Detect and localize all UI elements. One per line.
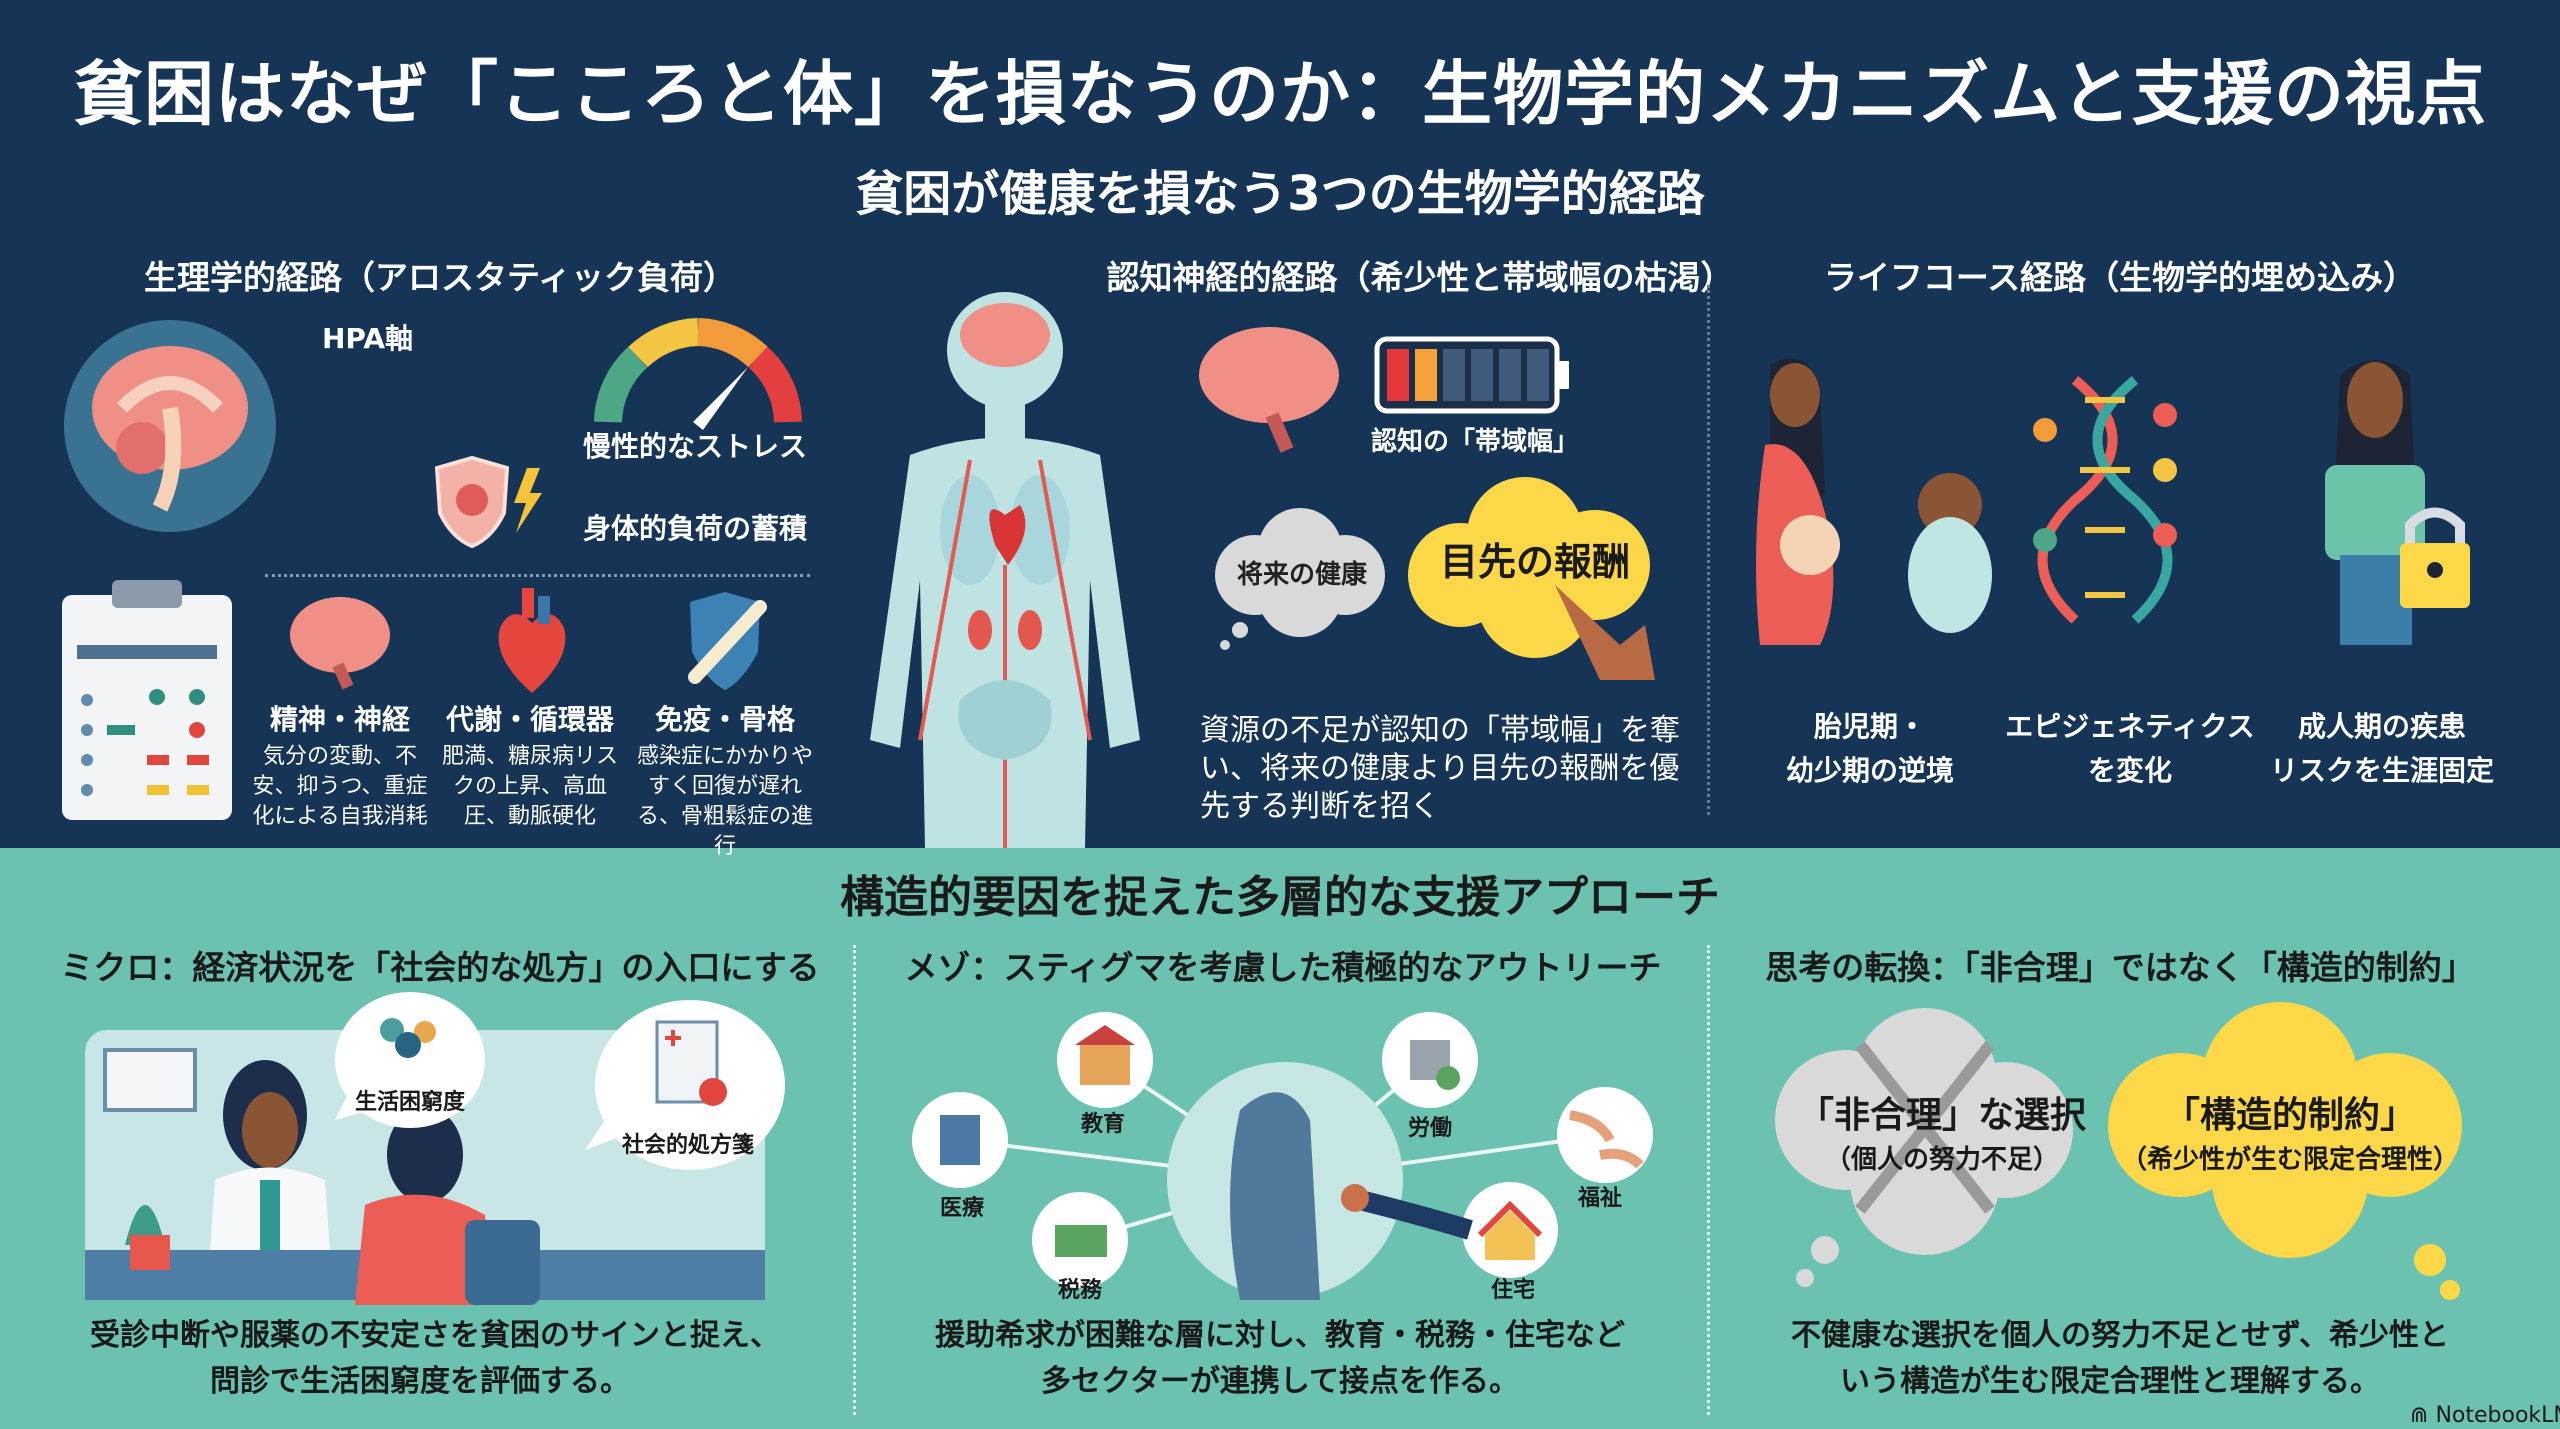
pathways-subtitle: 貧困が健康を損なう3つの生物学的経路 <box>855 166 1705 222</box>
human-body-icon <box>870 292 1140 848</box>
shift-desc-line2: いう構造が生む限定合理性と理解する。 <box>1840 1364 2380 1399</box>
epigenetics-line1: エピジェネティクス <box>2005 710 2255 743</box>
meso-desc-line2: 多セクターが連携して接点を作る。 <box>1041 1364 1519 1399</box>
micro-desc-line1: 受診中断や服薬の不安定さを貧困のサインと捉え、 <box>90 1318 780 1353</box>
brain-hpa-icon <box>64 320 276 532</box>
structural-constraint-sub: （希少性が生む限定合理性） <box>2120 1145 2460 1175</box>
adult-woman-lock-icon <box>2325 360 2470 645</box>
shield-bone-icon <box>688 592 767 690</box>
brain-icon <box>1199 327 1339 453</box>
divider <box>265 574 810 577</box>
immune-skeletal-title: 免疫・骨格 <box>654 703 796 736</box>
mental-neuro-desc: 気分の変動、不安、抑うつ、重症化による自我消耗 <box>252 744 428 829</box>
physiological-heading: 生理学的経路（アロスタティック負荷） <box>143 258 737 297</box>
notebooklm-icon: ⋒ <box>2410 1403 2436 1428</box>
metabolic-cardio-desc: 肥満、糖尿病リスクの上昇、高血圧、動脈硬化 <box>441 744 618 829</box>
sector-tax: 税務 <box>1057 1278 1103 1303</box>
hardship-bubble-text: 生活困窮度 <box>354 1090 466 1115</box>
cognitive-heading: 認知神経的経路（希少性と帯域幅の枯渇） <box>1106 258 1734 297</box>
brain-icon <box>290 597 390 690</box>
fetal-adversity-line2: 幼少期の逆境 <box>1785 754 1955 787</box>
divider <box>1707 945 1710 1415</box>
shift-heading: 思考の転換：「非合理」ではなく「構造的制約」 <box>1765 948 2475 987</box>
micro-heading: ミクロ：経済状況を「社会的な処方」の入口にする <box>60 948 820 987</box>
outreach-network-diagram <box>912 1012 1653 1300</box>
divider <box>853 945 856 1415</box>
adult-risk-line2: リスクを生涯固定 <box>2269 754 2495 787</box>
notebooklm-logo: ⋒ NotebookLM <box>2410 1403 2560 1429</box>
divider <box>1707 285 1710 815</box>
cognitive-desc: 資源の不足が認知の「帯域幅」を奪い、将来の健康より目先の報酬を優先する判断を招く <box>1200 713 1680 824</box>
speech-bubble-prescription <box>585 1000 785 1170</box>
immune-skeletal-desc: 感染症にかかりやすく回復が遅れる、骨粗鬆症の進行 <box>636 744 813 859</box>
support-heading: 構造的要因を捉えた多層的な支援アプローチ <box>840 872 1720 923</box>
thought-cloud-gray <box>1215 508 1385 650</box>
clinic-consultation-illustration <box>85 1030 765 1305</box>
sector-medical: 医療 <box>939 1196 985 1221</box>
lifecourse-heading: ライフコース経路（生物学的埋め込み） <box>1823 258 2417 297</box>
heart-icon <box>498 588 566 693</box>
irrational-choice-text: 「非合理」な選択 <box>1797 1095 2087 1136</box>
sector-education: 教育 <box>1080 1112 1126 1137</box>
cognitive-bandwidth-label: 認知の「帯域幅」 <box>1370 427 1580 457</box>
pregnant-mother-baby-icon <box>1756 358 1992 645</box>
shield-heart-lightning-icon <box>434 455 542 549</box>
clipboard-chart-icon <box>62 580 232 820</box>
meso-heading: メゾ：スティグマを考慮した積極的なアウトリーチ <box>904 948 1662 987</box>
prescription-bubble-text: 社会的処方箋 <box>621 1133 755 1158</box>
low-battery-icon <box>1374 336 1569 414</box>
mental-neuro-title: 精神・神経 <box>269 703 411 736</box>
thought-cloud-structural <box>2108 1002 2462 1300</box>
hpa-axis-label: HPA軸 <box>322 322 414 355</box>
sector-labor: 労働 <box>1407 1116 1453 1141</box>
thought-cloud-yellow <box>1408 477 1655 680</box>
speech-bubble-hardship <box>335 992 485 1128</box>
sector-welfare: 福祉 <box>1577 1186 1623 1211</box>
brand-text: NotebookLM <box>2435 1403 2560 1428</box>
epigenetics-line2: を変化 <box>2087 754 2173 787</box>
meso-desc-line1: 援助希求が困難な層に対し、教育・税務・住宅など <box>935 1318 1625 1353</box>
micro-desc-line2: 問診で生活困窮度を評価する。 <box>210 1364 630 1399</box>
sector-housing: 住宅 <box>1490 1278 1536 1303</box>
future-health-text: 将来の健康 <box>1236 560 1368 590</box>
structural-constraint-text: 「構造的制約」 <box>2163 1095 2417 1136</box>
stress-gauge-icon <box>594 318 802 430</box>
page-title: 貧困はなぜ「こころと体」を損なうのか：生物学的メカニズムと支援の視点 <box>73 53 2487 135</box>
dna-helix-icon <box>2033 376 2177 624</box>
thought-cloud-irrational-crossed <box>1775 1008 2073 1287</box>
adult-risk-line1: 成人期の疾患 <box>2297 710 2467 743</box>
metabolic-cardio-title: 代謝・循環器 <box>445 703 615 736</box>
fetal-adversity-line1: 胎児期・ <box>1813 710 1927 743</box>
shift-desc-line1: 不健康な選択を個人の努力不足とせず、希少性と <box>1791 1318 2449 1353</box>
immediate-reward-text: 目先の報酬 <box>1439 540 1631 584</box>
chronic-stress-label: 慢性的なストレス <box>582 430 808 463</box>
irrational-choice-sub: （個人の努力不足） <box>1824 1145 2060 1175</box>
physical-load-label: 身体的負荷の蓄積 <box>582 512 808 545</box>
